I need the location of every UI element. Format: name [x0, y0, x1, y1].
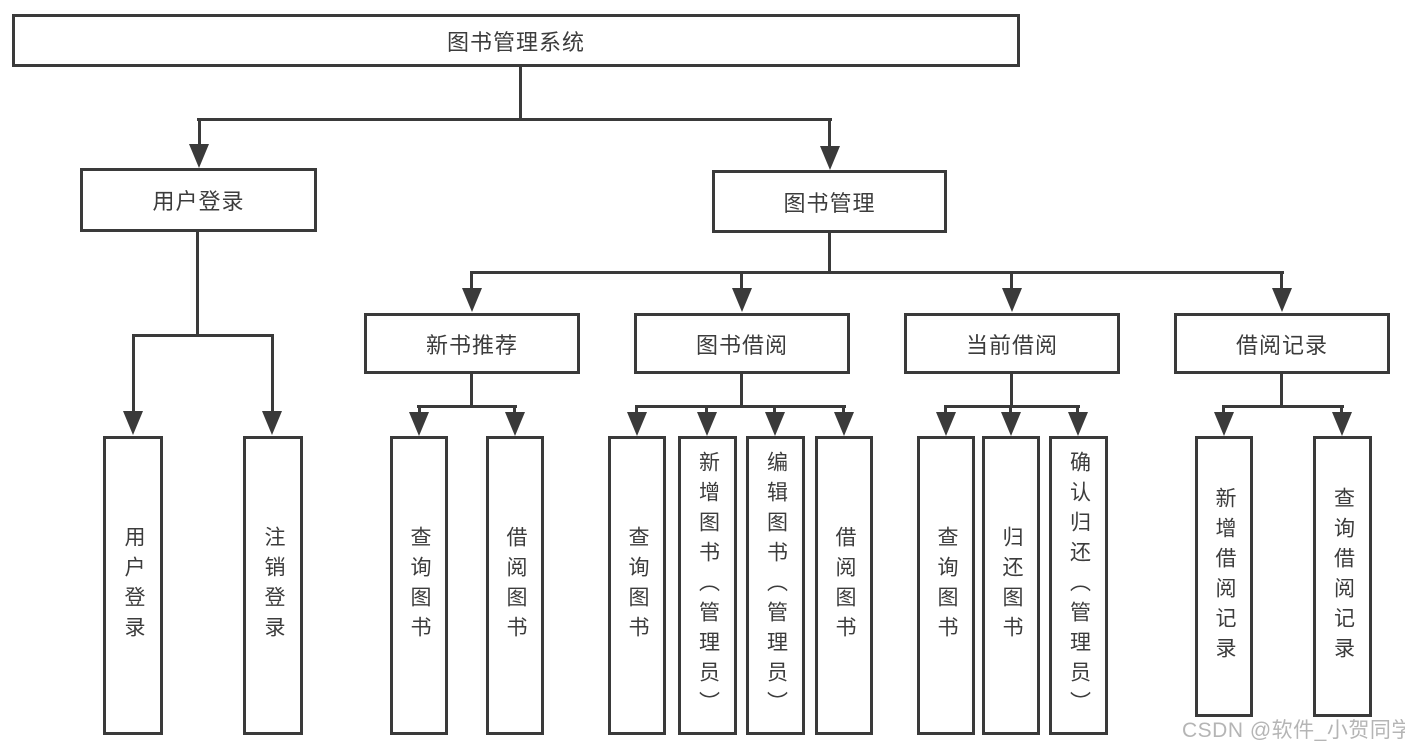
leaf-query-borrow-record: 查询借阅记录	[1313, 436, 1372, 717]
leaf-label: 确认归还（管理员）	[1067, 450, 1091, 721]
edge-g2-arm1	[635, 405, 638, 415]
arrowhead	[1214, 412, 1234, 436]
leaf-label: 新增借阅记录	[1213, 486, 1236, 667]
edge-g4-split	[1222, 405, 1344, 408]
edge-to-borrow-records	[1280, 271, 1283, 290]
arrowhead	[1002, 288, 1022, 312]
edge-book-mgmt-stem	[828, 233, 831, 274]
edge-g1-split	[417, 405, 517, 408]
edge-g2-stem	[740, 374, 743, 407]
node-book-management: 图书管理	[712, 170, 947, 233]
arrowhead	[1332, 412, 1352, 436]
node-book-borrow: 图书借阅	[634, 313, 850, 374]
edge-g1-stem	[470, 374, 473, 407]
leaf-label: 借阅图书	[833, 525, 856, 646]
arrowhead	[505, 412, 525, 436]
edge-root-stem	[519, 67, 522, 119]
leaf-label: 查询图书	[935, 525, 958, 646]
edge-g4-arm2	[1340, 405, 1343, 415]
edge-g3-arm1	[944, 405, 947, 415]
leaf-add-book-admin: 新增图书（管理员）	[678, 436, 737, 735]
leaf-user-login: 用户登录	[103, 436, 163, 735]
arrowhead	[765, 412, 785, 436]
leaf-edit-book-admin: 编辑图书（管理员）	[746, 436, 805, 735]
leaf-label: 查询图书	[408, 525, 431, 646]
arrowhead	[1001, 412, 1021, 436]
leaf-label: 编辑图书（管理员）	[764, 450, 788, 721]
leaf-query-books-recommend: 查询图书	[390, 436, 448, 735]
arrowhead	[262, 411, 282, 435]
edge-to-user-login	[198, 118, 201, 146]
edge-to-current-borrow	[1010, 271, 1013, 290]
edge-g1-arm2	[513, 405, 516, 415]
arrowhead	[462, 288, 482, 312]
edge-user-login-stem	[196, 232, 199, 337]
edge-g2-arm4	[842, 405, 845, 415]
leaf-add-borrow-record: 新增借阅记录	[1195, 436, 1253, 717]
leaf-label: 归还图书	[1000, 525, 1023, 646]
arrowhead	[697, 412, 717, 436]
arrowhead	[936, 412, 956, 436]
leaf-label: 借阅图书	[504, 525, 527, 646]
node-new-book-recommend: 新书推荐	[364, 313, 580, 374]
edge-g2-split	[635, 405, 846, 408]
leaf-confirm-return-admin: 确认归还（管理员）	[1049, 436, 1108, 735]
arrowhead	[409, 412, 429, 436]
leaf-label: 查询图书	[626, 525, 649, 646]
leaf-return-book: 归还图书	[982, 436, 1040, 735]
node-borrow-records: 借阅记录	[1174, 313, 1390, 374]
leaf-query-books-current: 查询图书	[917, 436, 975, 735]
arrowhead	[189, 144, 209, 168]
node-user-login: 用户登录	[80, 168, 317, 232]
node-current-borrow: 当前借阅	[904, 313, 1120, 374]
arrowhead	[820, 146, 840, 170]
leaf-query-books-borrow: 查询图书	[608, 436, 666, 735]
edge-g4-stem	[1280, 374, 1283, 407]
arrowhead	[1068, 412, 1088, 436]
arrowhead	[627, 412, 647, 436]
leaf-borrow-books: 借阅图书	[815, 436, 873, 735]
edge-root-split	[197, 118, 832, 121]
edge-to-leaf-logout	[271, 334, 274, 413]
leaf-label: 新增图书（管理员）	[696, 450, 720, 721]
leaf-borrow-books-recommend: 借阅图书	[486, 436, 544, 735]
leaf-label: 用户登录	[122, 525, 145, 646]
arrowhead	[123, 411, 143, 435]
leaf-label: 查询借阅记录	[1331, 486, 1355, 667]
edge-g3-arm3	[1076, 405, 1079, 415]
edge-g2-arm3	[773, 405, 776, 415]
arrowhead	[1272, 288, 1292, 312]
edge-to-leaf-user-login	[132, 334, 135, 413]
watermark: CSDN @软件_小贺同学	[1182, 719, 1405, 742]
edge-g2-arm2	[705, 405, 708, 415]
edge-to-new-book	[470, 271, 473, 290]
node-root: 图书管理系统	[12, 14, 1020, 67]
edge-to-book-borrow	[740, 271, 743, 290]
edge-book-mgmt-split	[470, 271, 1284, 274]
leaf-logout: 注销登录	[243, 436, 303, 735]
edge-g1-arm1	[418, 405, 421, 415]
edge-g3-split	[944, 405, 1080, 408]
edge-to-book-management	[828, 118, 831, 146]
arrowhead	[834, 412, 854, 436]
edge-g3-stem	[1010, 374, 1013, 407]
edge-g3-arm2	[1009, 405, 1012, 415]
edge-g4-arm1	[1222, 405, 1225, 415]
edge-user-login-split	[132, 334, 274, 337]
arrowhead	[732, 288, 752, 312]
leaf-label: 注销登录	[262, 525, 285, 646]
